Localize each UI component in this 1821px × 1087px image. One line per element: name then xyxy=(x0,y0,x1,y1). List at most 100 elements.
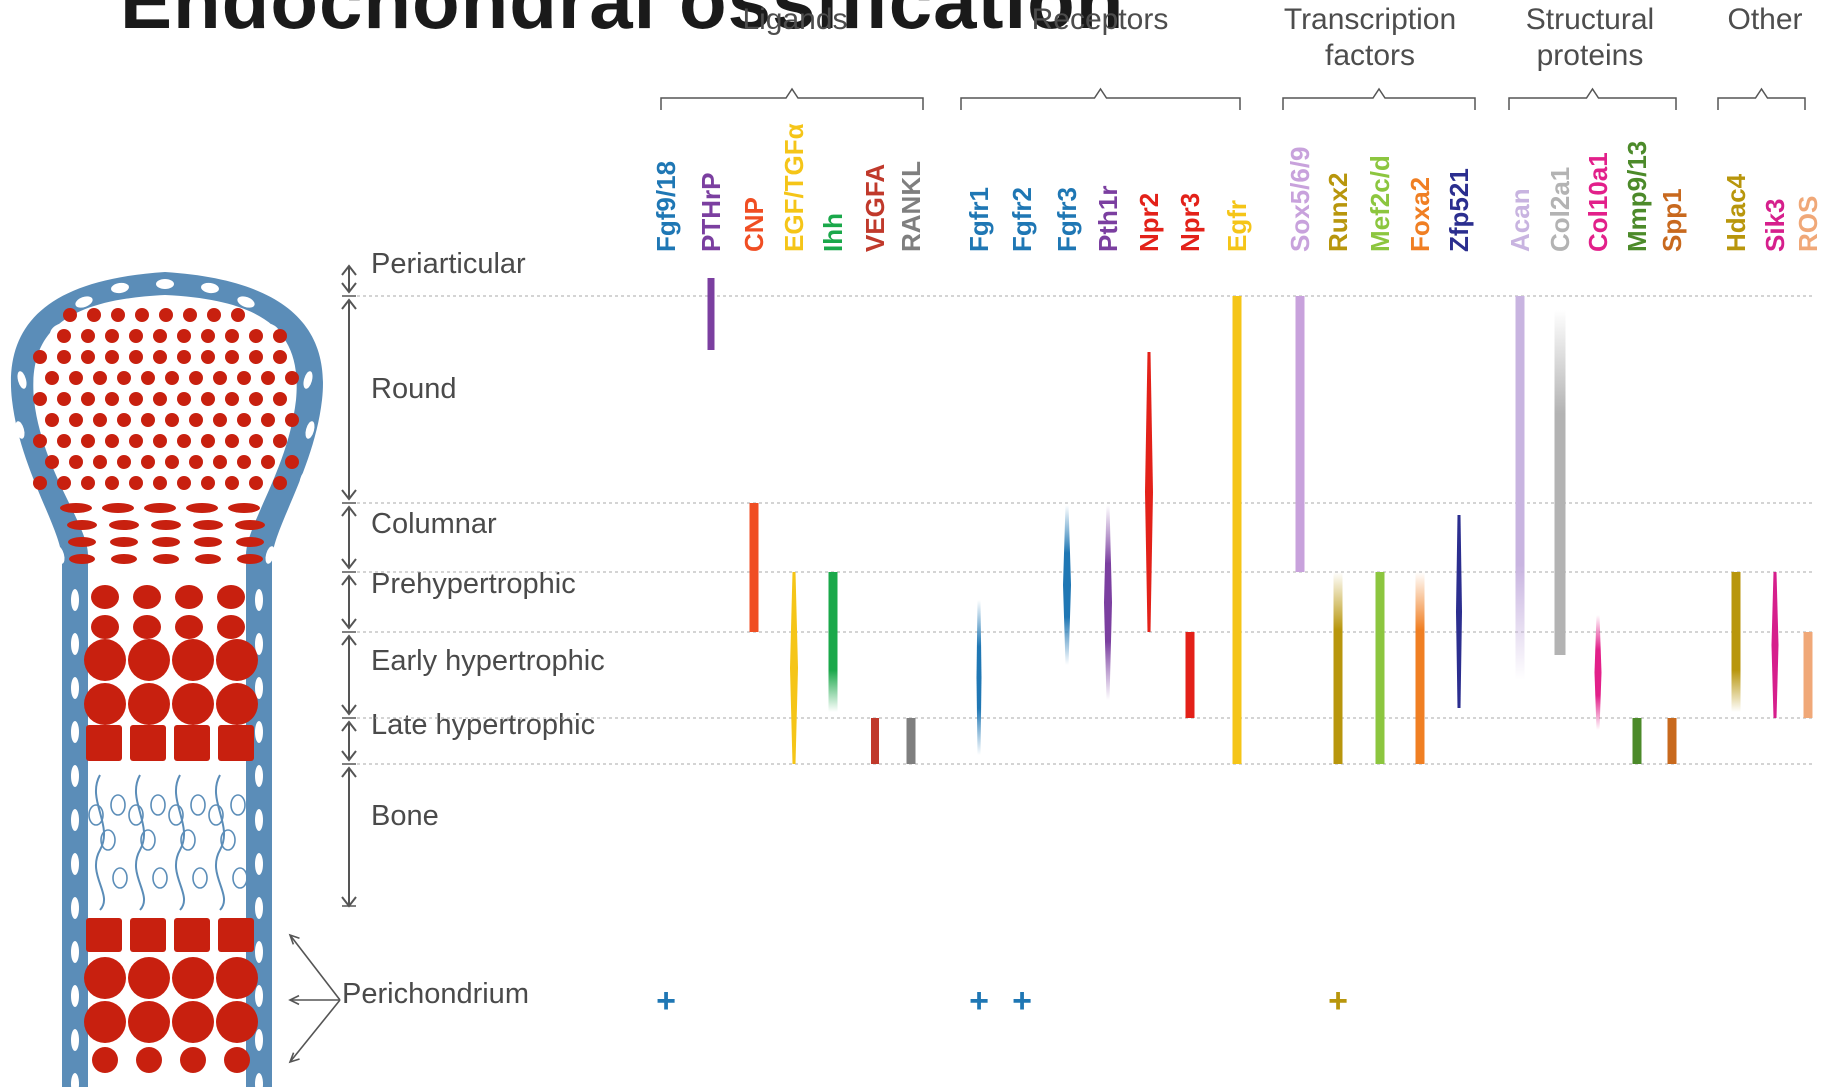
expression-bars xyxy=(707,278,1813,764)
chondrocyte-round xyxy=(69,413,83,427)
perichondrium-arrow xyxy=(289,999,341,1063)
chondrocyte-hypertrophic xyxy=(216,639,258,681)
expression-bar-col10a1 xyxy=(1594,615,1602,730)
chondrocyte-round xyxy=(33,434,47,448)
category-receptors: Receptors xyxy=(1031,3,1169,36)
perichondrium-cell xyxy=(237,296,255,308)
perichondrium-cell xyxy=(255,1029,263,1051)
chondrocyte-prehypertrophic xyxy=(175,585,203,609)
zone-label-round: Round xyxy=(371,373,457,405)
chondrocyte-columnar xyxy=(195,554,221,564)
chondrocyte-late-hypertrophic-lower xyxy=(174,918,210,952)
chondrocyte-prehypertrophic-lower xyxy=(224,1047,250,1073)
chondrocyte-round xyxy=(213,413,227,427)
arrowhead xyxy=(341,298,357,310)
chondrocyte-columnar xyxy=(68,537,96,547)
perichondrium-cell xyxy=(71,677,79,699)
chondrocyte-round xyxy=(189,413,203,427)
chondrocyte-round xyxy=(249,476,263,490)
chondrocyte-columnar xyxy=(153,554,179,564)
chondrocyte-round xyxy=(225,392,239,406)
chondrocyte-round xyxy=(105,392,119,406)
chondrocyte-columnar xyxy=(236,537,264,547)
chondrocyte-round xyxy=(225,476,239,490)
expression-bar-hdac4 xyxy=(1731,572,1741,712)
chondrocyte-hypertrophic xyxy=(84,683,126,725)
chondrocyte-prehypertrophic-lower xyxy=(136,1047,162,1073)
perichondrium-cell xyxy=(255,897,263,919)
expression-bar-mef2c-d xyxy=(1375,572,1385,764)
chondrocyte-late-hypertrophic-lower xyxy=(218,918,254,952)
chondrocyte-round xyxy=(81,329,95,343)
perichondrium-cell xyxy=(255,853,263,875)
zone-gridlines xyxy=(345,295,1815,765)
expression-bar-fgfr1 xyxy=(976,600,982,755)
perichondrium-cell xyxy=(255,589,263,611)
chondrocyte-round xyxy=(153,476,167,490)
page-title: Endochondral ossification xyxy=(120,0,1125,45)
perichondrium-cell xyxy=(303,371,313,389)
chondrocyte-columnar xyxy=(109,520,139,530)
expression-bar-pthrp xyxy=(707,278,715,350)
perichondrium-cell xyxy=(21,471,31,489)
chondrocyte-round xyxy=(165,371,179,385)
chondrocyte-columnar xyxy=(152,537,180,547)
arrowhead xyxy=(341,618,357,630)
perichondrium-cell xyxy=(71,809,79,831)
chondrocyte-round xyxy=(201,329,215,343)
chondrocyte-hypertrophic-lower xyxy=(84,957,126,999)
chondrocyte-round xyxy=(81,392,95,406)
chondrocyte-round xyxy=(57,329,71,343)
perichondrium-cell xyxy=(71,1073,79,1087)
chondrocyte-round xyxy=(63,308,77,322)
perichondrium-cell xyxy=(71,1029,79,1051)
expression-bar-mmp9-13 xyxy=(1632,718,1642,764)
chondrocyte-hypertrophic xyxy=(84,639,126,681)
chondrocyte-round xyxy=(225,434,239,448)
expression-bar-col2a1 xyxy=(1554,310,1566,655)
category-transcription-factors: Transcription factors xyxy=(1270,2,1470,74)
chondrocyte-round xyxy=(183,308,197,322)
chondrocyte-round xyxy=(237,413,251,427)
arrowhead xyxy=(341,574,357,586)
arrowhead xyxy=(341,489,357,501)
bracket-ligands xyxy=(660,87,924,110)
chondrocyte-round xyxy=(285,455,299,469)
chondrocyte-columnar xyxy=(60,503,92,513)
chondrocyte-round xyxy=(141,371,155,385)
chondrocyte-columnar xyxy=(193,520,223,530)
chondrocyte-round xyxy=(153,392,167,406)
osteocyte xyxy=(192,867,208,889)
chondrocyte-round xyxy=(117,413,131,427)
chondrocyte-round xyxy=(33,350,47,364)
perichondrium-cell xyxy=(35,516,45,534)
osteocyte xyxy=(88,804,104,826)
perichondrium-marker-runx2: + xyxy=(1328,982,1348,1020)
chondrocyte-round xyxy=(69,455,83,469)
chondrocyte-round xyxy=(273,434,287,448)
chondrocyte-round xyxy=(201,350,215,364)
chondrocyte-round xyxy=(129,476,143,490)
perichondrium-cell xyxy=(50,323,66,337)
chondrocyte-round xyxy=(285,371,299,385)
perichondrium-arrowhead xyxy=(288,994,300,1006)
perichondrium-marker-fgf9-18: + xyxy=(656,982,676,1020)
chondrocyte-round xyxy=(237,455,251,469)
expression-bar-ihh xyxy=(828,572,838,712)
chondrocyte-round xyxy=(285,413,299,427)
trabecula xyxy=(174,774,186,911)
chondrocyte-round xyxy=(249,350,263,364)
arrowhead xyxy=(341,264,357,276)
arrowhead xyxy=(341,750,357,762)
osteocyte xyxy=(208,804,224,826)
zone-label-periarticular: Periarticular xyxy=(371,248,526,280)
chondrocyte-hypertrophic xyxy=(172,639,214,681)
perichondrium-arrowhead xyxy=(288,1052,300,1064)
chondrocyte-prehypertrophic xyxy=(175,615,203,639)
expression-bar-vegfa xyxy=(871,718,879,764)
chondrocyte-hypertrophic xyxy=(128,683,170,725)
chondrocyte-round xyxy=(153,350,167,364)
perichondrium-cell xyxy=(71,721,79,743)
chondrocyte-hypertrophic-lower xyxy=(216,1001,258,1043)
chondrocyte-hypertrophic-lower xyxy=(216,957,258,999)
